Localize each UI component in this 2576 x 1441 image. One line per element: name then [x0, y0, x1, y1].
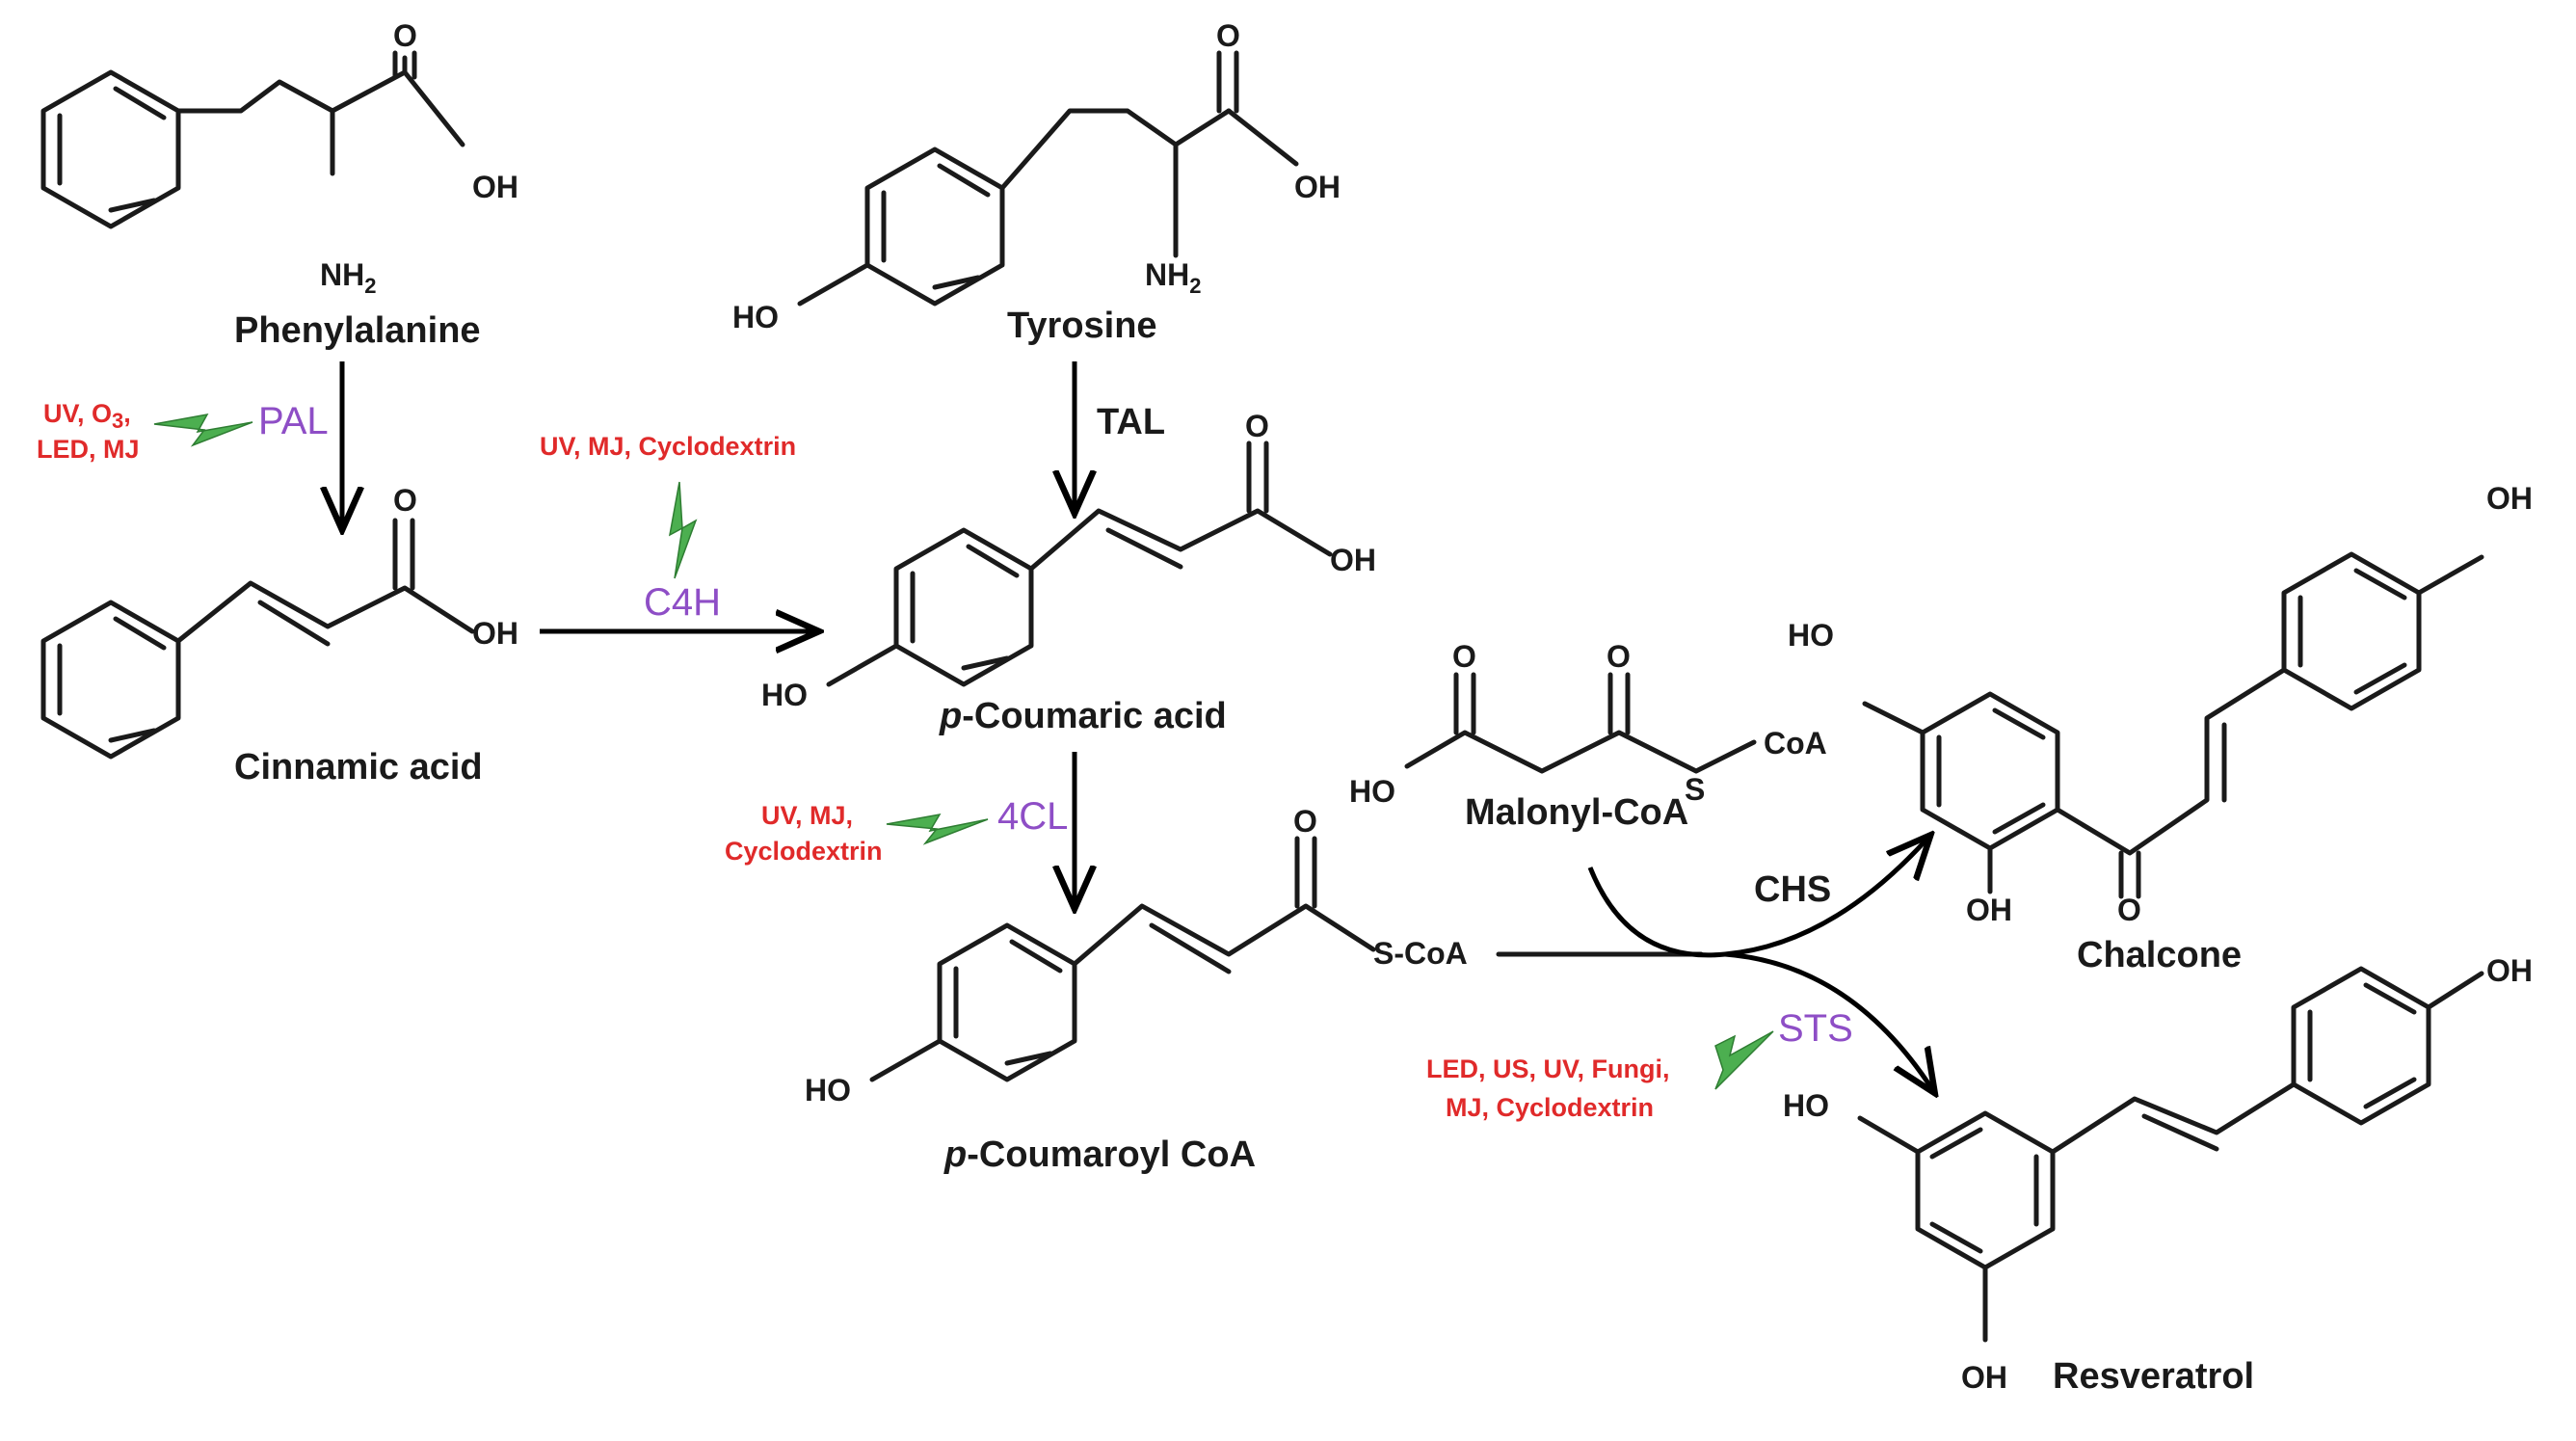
atom-label: OH	[1966, 893, 2012, 927]
p-coumaroyl-coa-structure: O S-CoA HO p-Coumaroyl CoA	[805, 804, 1468, 1175]
atom-label: OH	[472, 616, 518, 651]
atom-label: OH	[2486, 953, 2533, 988]
atom-label: O	[393, 483, 417, 518]
enzyme-sts: STS	[1778, 1007, 1853, 1050]
p-coumaric-acid-structure: O OH HO p-Coumaric acid	[761, 409, 1376, 736]
atom-label: HO	[732, 300, 779, 334]
compound-name-phenylalanine: Phenylalanine	[234, 310, 481, 351]
atom-label: HO	[1349, 774, 1395, 809]
atom-label: NH2	[1145, 257, 1201, 298]
compound-name-p-coumaric-acid: p-Coumaric acid	[939, 696, 1227, 736]
atom-label: HO	[805, 1073, 851, 1107]
compound-name-cinnamic-acid: Cinnamic acid	[234, 747, 483, 787]
atom-label: O	[1452, 639, 1476, 674]
atom-label: O	[1293, 804, 1317, 839]
4cl-step: UV, MJ, Cyclodextrin 4CL	[725, 752, 1075, 904]
4cl-elicitors-line1: UV, MJ,	[761, 801, 853, 830]
enzyme-c4h: C4H	[644, 581, 721, 624]
atom-label: HO	[1788, 618, 1834, 653]
compound-name-p-coumaroyl-coa: p-Coumaroyl CoA	[943, 1134, 1256, 1175]
pal-elicitors-line1: UV, O3,	[43, 399, 131, 433]
atom-label: CoA	[1764, 726, 1827, 761]
atom-label: O	[2117, 893, 2141, 927]
c4h-step: UV, MJ, Cyclodextrin C4H	[540, 432, 814, 631]
atom-label: OH	[2486, 481, 2533, 516]
lightning-bolt-icon	[153, 413, 253, 447]
lightning-bolt-icon	[886, 813, 989, 845]
enzyme-pal: PAL	[258, 400, 329, 442]
atom-label: HO	[1783, 1088, 1829, 1123]
c4h-elicitors: UV, MJ, Cyclodextrin	[540, 432, 796, 461]
pal-elicitors-line2: LED, MJ	[37, 435, 140, 464]
cinnamic-acid-structure: O OH Cinnamic acid	[40, 483, 518, 787]
compound-name-chalcone: Chalcone	[2077, 935, 2242, 975]
atom-label: OH	[1961, 1360, 2007, 1395]
lightning-bolt-icon	[1714, 1030, 1774, 1090]
sts-arrow	[1724, 951, 1932, 1089]
atom-label: NH2	[320, 257, 376, 298]
resveratrol-structure: HO OH OH Resveratrol	[1783, 953, 2533, 1397]
atom-label: O	[1216, 18, 1240, 53]
phenylalanine-structure: O OH NH2 Phenylalanine	[40, 18, 518, 351]
chalcone-structure: HO OH O OH Chalcone	[1788, 481, 2533, 975]
atom-label: O	[393, 18, 417, 53]
atom-label: OH	[472, 170, 518, 204]
atom-label: S-CoA	[1373, 936, 1468, 971]
atom-label: HO	[761, 678, 808, 712]
atom-label: O	[1607, 639, 1631, 674]
tal-step: TAL	[1075, 361, 1165, 509]
atom-label: OH	[1330, 543, 1376, 577]
atom-label: S	[1685, 772, 1705, 807]
sts-elicitors-line1: LED, US, UV, Fungi,	[1426, 1054, 1670, 1083]
enzyme-tal: TAL	[1097, 402, 1165, 442]
malonyl-coa-structure: O O HO S CoA Malonyl-CoA	[1349, 639, 1827, 833]
lightning-bolt-icon	[668, 481, 698, 579]
atom-label: OH	[1294, 170, 1341, 204]
enzyme-4cl: 4CL	[997, 795, 1068, 838]
compound-name-resveratrol: Resveratrol	[2053, 1356, 2254, 1397]
4cl-elicitors-line2: Cyclodextrin	[725, 837, 883, 866]
pal-step: UV, O3, LED, MJ PAL	[37, 361, 342, 525]
tyrosine-structure: O OH NH2 HO Tyrosine	[732, 18, 1341, 346]
atom-label: O	[1245, 409, 1269, 443]
sts-elicitors-line2: MJ, Cyclodextrin	[1446, 1093, 1654, 1122]
compound-name-tyrosine: Tyrosine	[1007, 306, 1157, 346]
chs-sts-branch: CHS LED, US, UV, Fungi, MJ, Cyclodextrin…	[1426, 839, 1932, 1122]
compound-name-malonyl-coa: Malonyl-CoA	[1465, 792, 1688, 833]
enzyme-chs: CHS	[1754, 869, 1831, 910]
